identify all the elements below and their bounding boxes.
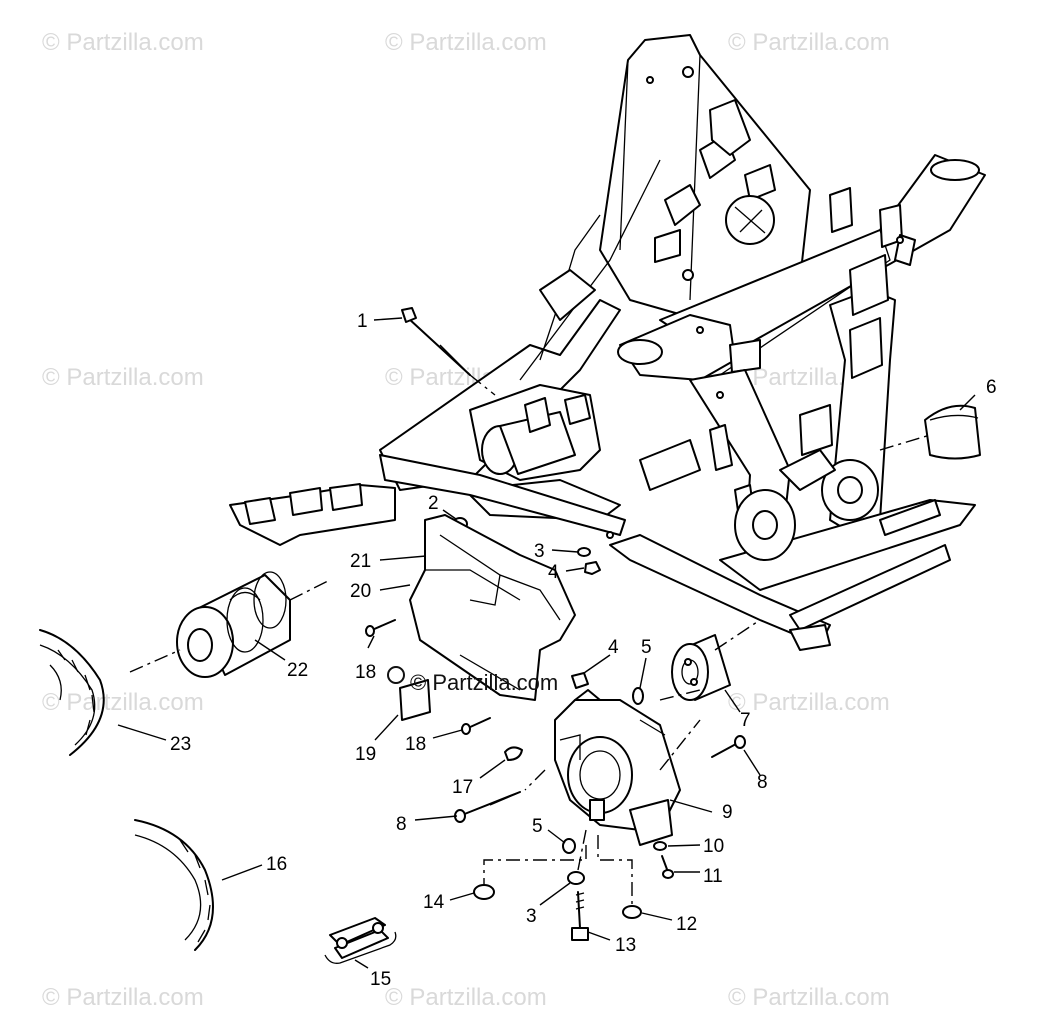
callout-4: 4 bbox=[548, 562, 559, 583]
callout-8: 8 bbox=[396, 814, 407, 835]
damper-part-7 bbox=[671, 619, 761, 701]
callout-4: 4 bbox=[608, 637, 619, 658]
bolt-part-1 bbox=[401, 307, 496, 396]
watermark: © Partzilla.com bbox=[42, 29, 204, 56]
bolt-part-8-right bbox=[711, 735, 746, 758]
chain-guard-part-20 bbox=[409, 514, 576, 701]
watermark: © Partzilla.com bbox=[385, 984, 547, 1011]
chain-part-23 bbox=[39, 629, 105, 756]
washer-part-3-upper bbox=[577, 547, 591, 557]
callout-6: 6 bbox=[986, 377, 997, 398]
watermark: © Partzilla.com bbox=[42, 689, 204, 716]
decal-part-19 bbox=[399, 679, 431, 721]
center-watermark: © Partzilla.com bbox=[387, 666, 558, 695]
watermark-center: © Partzilla.com bbox=[410, 670, 558, 695]
callout-12: 12 bbox=[676, 914, 697, 935]
callout-2: 2 bbox=[428, 493, 439, 514]
washer-part-3-lower bbox=[567, 871, 585, 885]
callout-5: 5 bbox=[641, 637, 652, 658]
chain-link-part-15 bbox=[324, 917, 397, 964]
chain-part-16 bbox=[134, 819, 214, 951]
callout-17: 17 bbox=[452, 777, 473, 798]
sprocket-part-22 bbox=[129, 571, 331, 678]
callout-16: 16 bbox=[266, 854, 287, 875]
screw-part-18-lower bbox=[461, 717, 491, 735]
washer-part-12 bbox=[622, 905, 642, 919]
callout-5: 5 bbox=[532, 816, 543, 837]
callout-20: 20 bbox=[350, 581, 371, 602]
callout-23: 23 bbox=[170, 734, 191, 755]
callout-22: 22 bbox=[287, 660, 308, 681]
watermark: © Partzilla.com bbox=[728, 29, 890, 56]
bolt-part-8-left bbox=[454, 791, 521, 823]
nut-part-4-lower bbox=[571, 672, 589, 689]
watermark: © Partzilla.com bbox=[728, 984, 890, 1011]
callout-1: 1 bbox=[357, 311, 368, 332]
washer-part-5-lower bbox=[562, 838, 576, 854]
rubber-block-part-6 bbox=[879, 404, 981, 460]
lockwasher-part-17 bbox=[504, 746, 523, 761]
washer-part-5-upper bbox=[632, 687, 644, 705]
watermark: © Partzilla.com bbox=[385, 29, 547, 56]
housing-part-9 bbox=[554, 689, 681, 846]
watermark: © Partzilla.com bbox=[42, 984, 204, 1011]
frame-assembly bbox=[229, 34, 986, 651]
callout-9: 9 bbox=[722, 802, 733, 823]
callout-7: 7 bbox=[740, 710, 751, 731]
callout-21: 21 bbox=[350, 551, 371, 572]
callout-8: 8 bbox=[757, 772, 768, 793]
washer-part-10 bbox=[653, 841, 667, 851]
callout-3: 3 bbox=[534, 541, 545, 562]
callout-13: 13 bbox=[615, 935, 636, 956]
screw-part-18-upper bbox=[365, 619, 396, 637]
callout-14: 14 bbox=[423, 892, 445, 913]
watermark: © Partzilla.com bbox=[42, 364, 204, 391]
bolt-part-13 bbox=[571, 891, 589, 941]
callout-18: 18 bbox=[355, 662, 376, 683]
callout-19: 19 bbox=[355, 744, 376, 765]
callout-labels: 1 2 3 4 4 5 5 6 7 8 8 9 10 11 12 13 14 3… bbox=[170, 311, 997, 990]
callout-10: 10 bbox=[703, 836, 724, 857]
bolt-part-11 bbox=[661, 855, 674, 879]
callout-11: 11 bbox=[703, 866, 723, 887]
callout-18: 18 bbox=[405, 734, 426, 755]
leader-lines bbox=[117, 317, 976, 969]
washer-part-14 bbox=[473, 884, 495, 900]
nut-part-4-upper bbox=[584, 561, 601, 575]
callout-15: 15 bbox=[370, 969, 391, 990]
watermark: © Partzilla.com bbox=[728, 689, 890, 716]
callout-3: 3 bbox=[526, 906, 537, 927]
assembly-lines bbox=[483, 689, 701, 905]
